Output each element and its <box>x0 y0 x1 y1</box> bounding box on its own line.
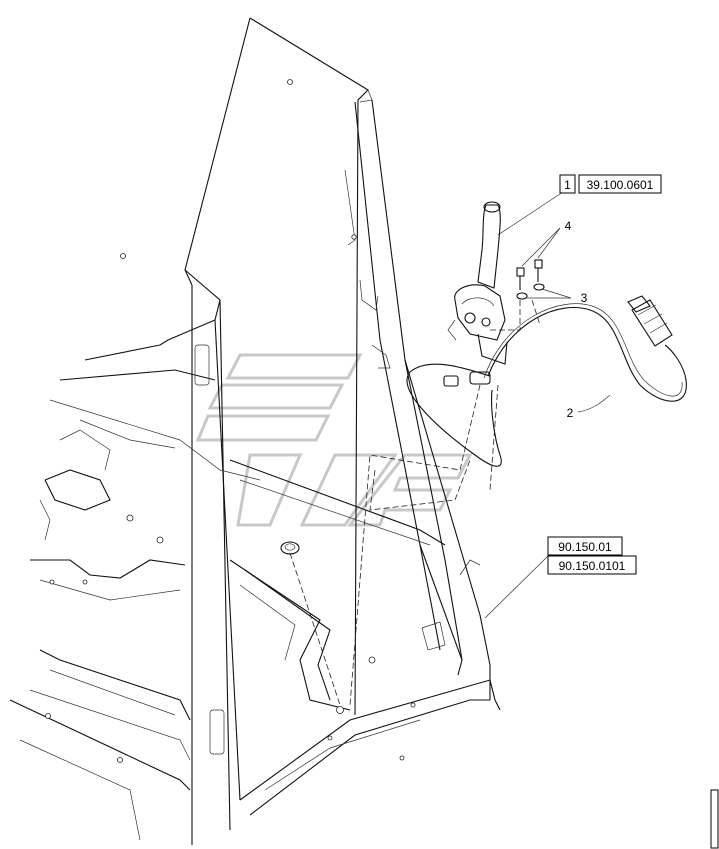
leader-lines <box>484 183 611 619</box>
ref-text-1: 90.150.01 <box>558 540 612 554</box>
callout-refs[interactable]: 90.150.01 90.150.0101 <box>547 536 637 575</box>
callout-ref-text: 39.100.0601 <box>587 178 654 192</box>
mounting-holes <box>45 79 416 763</box>
callout-part-1[interactable]: 1 39.100.0601 <box>559 174 662 194</box>
control-lever <box>447 201 508 365</box>
bolts-and-washers <box>516 259 545 300</box>
ref-box-2 <box>547 555 637 575</box>
cab-frame <box>9 17 501 845</box>
ref-text-2: 90.150.0101 <box>559 559 626 573</box>
callout-index-box <box>559 174 576 194</box>
callout-part-3[interactable]: 3 <box>581 291 588 305</box>
callout-index: 1 <box>564 178 571 192</box>
callout-ref-box <box>578 174 662 194</box>
sensor-cable <box>406 295 687 467</box>
sheet-edge-mark <box>710 789 719 849</box>
callout-part-2[interactable]: 2 <box>567 406 574 420</box>
assembly-lines <box>289 299 541 706</box>
callout-part-4[interactable]: 4 <box>565 219 572 233</box>
watermark-logo <box>195 353 473 527</box>
ref-box-1 <box>547 536 623 556</box>
